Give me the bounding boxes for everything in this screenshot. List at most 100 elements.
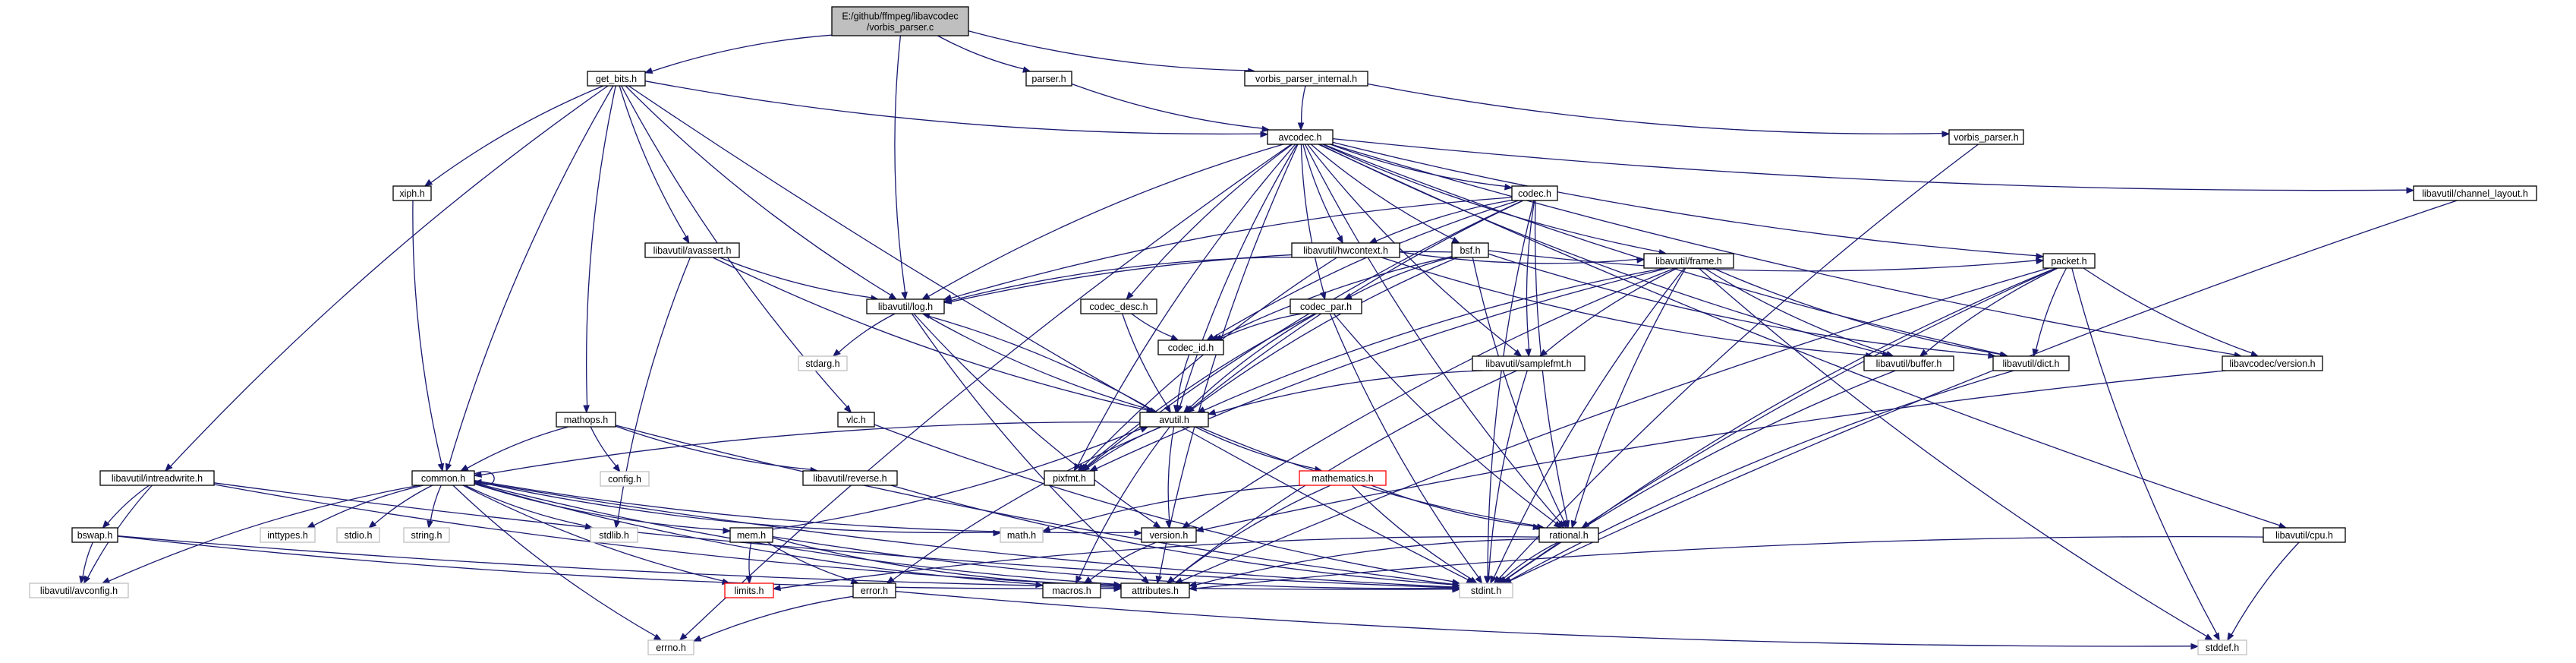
node-intrw[interactable]: libavutil/intreadwrite.h	[99, 470, 215, 486]
node-box	[1120, 582, 1190, 598]
node-pixfmt[interactable]: pixfmt.h	[1044, 470, 1095, 486]
node-vlc[interactable]: vlc.h	[837, 412, 875, 428]
node-box	[392, 185, 432, 201]
edge-mem-to-stdint	[772, 535, 1461, 592]
node-root[interactable]: E:/github/ffmpeg/libavcodec/vorbis_parse…	[831, 6, 969, 36]
node-frame[interactable]: libavutil/frame.h	[1643, 253, 1734, 269]
node-samplefmt[interactable]: libavutil/samplefmt.h	[1472, 355, 1586, 371]
edge-log-to-version	[913, 313, 1162, 529]
node-codec_id[interactable]: codec_id.h	[1157, 339, 1224, 355]
edge-common-to-avconfig	[101, 485, 420, 584]
node-error[interactable]: error.h	[852, 582, 896, 598]
node-avcodec[interactable]: avcodec.h	[1267, 129, 1334, 145]
edge-frame-to-stdint	[1490, 267, 1685, 585]
node-label: libavutil/intreadwrite.h	[112, 473, 203, 484]
edge-mathematics-to-math	[1041, 485, 1302, 532]
node-label: string.h	[411, 530, 442, 541]
node-cpu[interactable]: libavutil/cpu.h	[2263, 527, 2346, 543]
edge-mem-to-limits	[745, 541, 753, 585]
node-label: libavutil/hwcontext.h	[1303, 245, 1388, 256]
edge-get_bits-to-mathops	[583, 85, 616, 414]
node-macros[interactable]: macros.h	[1042, 582, 1101, 598]
edge-codec_par-to-stdint	[1329, 313, 1483, 585]
node-config: config.h	[600, 471, 650, 487]
edge-avcodec-to-samplefmt	[1307, 144, 1523, 357]
node-attributes[interactable]: attributes.h	[1120, 582, 1190, 598]
edge-get_bits-to-intrw	[164, 85, 609, 472]
node-label: mem.h	[737, 530, 766, 541]
node-mathops[interactable]: mathops.h	[556, 412, 616, 428]
node-avassert[interactable]: libavutil/avassert.h	[644, 242, 740, 258]
edge-avcodec-to-hwcontext	[1302, 144, 1343, 245]
node-label: libavutil/buffer.h	[1876, 358, 1942, 369]
node-codec_par[interactable]: codec_par.h	[1290, 298, 1362, 314]
node-label: codec_par.h	[1300, 302, 1352, 312]
node-box	[729, 527, 773, 543]
node-bswap[interactable]: bswap.h	[71, 527, 118, 543]
node-box	[336, 527, 380, 543]
node-box	[600, 471, 650, 487]
node-label: avutil.h	[1159, 415, 1189, 425]
node-label: stdlib.h	[599, 530, 629, 541]
edge-common-to-common	[473, 471, 495, 486]
node-stdint: stdint.h	[1459, 582, 1513, 598]
node-box	[1472, 355, 1586, 371]
node-stdlib: stdlib.h	[590, 527, 638, 543]
node-mem[interactable]: mem.h	[729, 527, 773, 543]
node-vp[interactable]: vorbis_parser.h	[1948, 129, 2024, 145]
node-label: libavutil/avconfig.h	[40, 586, 118, 596]
edge-error-to-stddef	[895, 591, 2200, 650]
edge-avutil-to-macros	[1075, 426, 1170, 585]
node-codec[interactable]: codec.h	[1511, 185, 1558, 201]
node-buffer[interactable]: libavutil/buffer.h	[1863, 355, 1954, 371]
node-label: vlc.h	[846, 415, 866, 425]
node-get_bits[interactable]: get_bits.h	[587, 71, 646, 87]
node-common[interactable]: common.h	[411, 470, 475, 486]
node-dict[interactable]: libavutil/dict.h	[1992, 355, 2070, 371]
edge-cpu-to-stddef	[2227, 541, 2300, 642]
node-box	[587, 71, 646, 87]
node-hwcontext[interactable]: libavutil/hwcontext.h	[1291, 242, 1400, 258]
edge-codec-to-codec_id	[1206, 200, 1519, 341]
node-box	[647, 639, 694, 655]
node-box	[2222, 355, 2323, 371]
node-parser[interactable]: parser.h	[1025, 71, 1072, 87]
node-label: macros.h	[1052, 586, 1091, 596]
edge-codec_desc-to-avutil	[1122, 313, 1172, 414]
node-box	[1511, 185, 1558, 201]
node-label: libavutil/channel_layout.h	[2422, 188, 2528, 199]
node-vpi[interactable]: vorbis_parser_internal.h	[1244, 71, 1368, 87]
edge-codec_id-to-avutil	[1173, 354, 1190, 414]
edge-avcodec-to-attributes	[1155, 144, 1299, 585]
node-chlayout[interactable]: libavutil/channel_layout.h	[2413, 185, 2537, 201]
node-label: /vorbis_parser.c	[867, 22, 934, 33]
edge-avutil-to-version	[1165, 426, 1175, 529]
node-stddef: stddef.h	[2197, 639, 2247, 655]
node-avutil[interactable]: avutil.h	[1139, 412, 1209, 428]
edge-bsf-to-dict	[1488, 253, 1997, 359]
node-box	[1948, 129, 2024, 145]
edge-vpi-to-avcodec	[1297, 85, 1306, 131]
node-label: vorbis_parser_internal.h	[1255, 74, 1357, 84]
node-log[interactable]: libavutil/log.h	[866, 298, 945, 314]
node-mathematics[interactable]: mathematics.h	[1299, 470, 1387, 486]
node-label: error.h	[861, 586, 888, 596]
node-xiph[interactable]: xiph.h	[392, 185, 432, 201]
node-rational[interactable]: rational.h	[1538, 527, 1599, 543]
node-limits[interactable]: limits.h	[724, 582, 774, 598]
edge-avcodec-to-rational	[1304, 144, 1565, 529]
node-box	[866, 298, 945, 314]
node-label: xiph.h	[399, 188, 424, 199]
node-box	[1000, 527, 1044, 543]
node-packet[interactable]: packet.h	[2042, 253, 2096, 269]
edge-hwcontext-to-frame	[1399, 251, 1645, 264]
node-acversion[interactable]: libavcodec/version.h	[2222, 355, 2323, 371]
node-label: mathops.h	[564, 415, 608, 425]
node-bsf[interactable]: bsf.h	[1451, 242, 1489, 258]
edge-mathops-to-common	[460, 426, 568, 472]
node-version[interactable]: version.h	[1141, 527, 1197, 543]
node-codec_desc[interactable]: codec_desc.h	[1080, 298, 1157, 314]
node-reverse[interactable]: libavutil/reverse.h	[802, 470, 898, 486]
edge-frame-to-avutil	[1196, 267, 1666, 413]
